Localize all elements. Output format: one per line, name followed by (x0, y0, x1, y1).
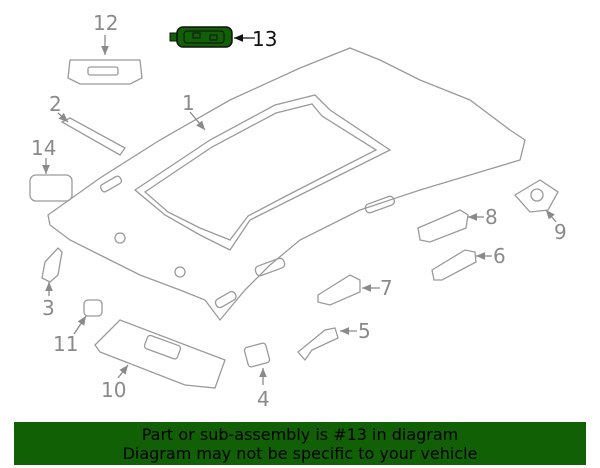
callout-8: 8 (485, 205, 498, 229)
grab-handle-part[interactable] (297, 327, 339, 362)
clip-part[interactable] (83, 299, 103, 317)
cover-9-part[interactable] (513, 179, 559, 213)
bracket-7-part[interactable] (317, 274, 361, 306)
banner-line-2: Diagram may not be specific to your vehi… (122, 444, 478, 463)
sun-visor-part[interactable] (94, 319, 226, 389)
callout-6: 6 (493, 244, 506, 268)
banner-line-1: Part or sub-assembly is #13 in diagram (141, 425, 459, 444)
callout-1: 1 (182, 91, 195, 115)
callout-arrows (42, 34, 557, 385)
overhead-console-part[interactable] (67, 59, 143, 85)
headliner-part[interactable] (47, 47, 526, 322)
hook-part[interactable] (41, 247, 63, 283)
part-13-highlighted[interactable] (169, 26, 233, 48)
callout-7: 7 (380, 276, 393, 300)
callout-5: 5 (358, 319, 371, 343)
callout-4: 4 (257, 387, 270, 411)
callout-3: 3 (42, 296, 55, 320)
trim-strip-part[interactable] (60, 117, 126, 156)
callout-13: 13 (252, 27, 277, 51)
lamp-part[interactable] (29, 174, 73, 202)
callout-12: 12 (93, 11, 118, 35)
callout-14: 14 (31, 136, 56, 160)
callout-11: 11 (53, 332, 78, 356)
callout-2: 2 (49, 92, 62, 116)
bracket-8-part[interactable] (417, 209, 469, 243)
bracket-part[interactable] (243, 342, 271, 368)
info-banner: Part or sub-assembly is #13 in diagram D… (14, 422, 586, 465)
grab-handle-6-part[interactable] (431, 249, 477, 281)
callout-9: 9 (554, 220, 567, 244)
callout-10: 10 (101, 378, 126, 402)
